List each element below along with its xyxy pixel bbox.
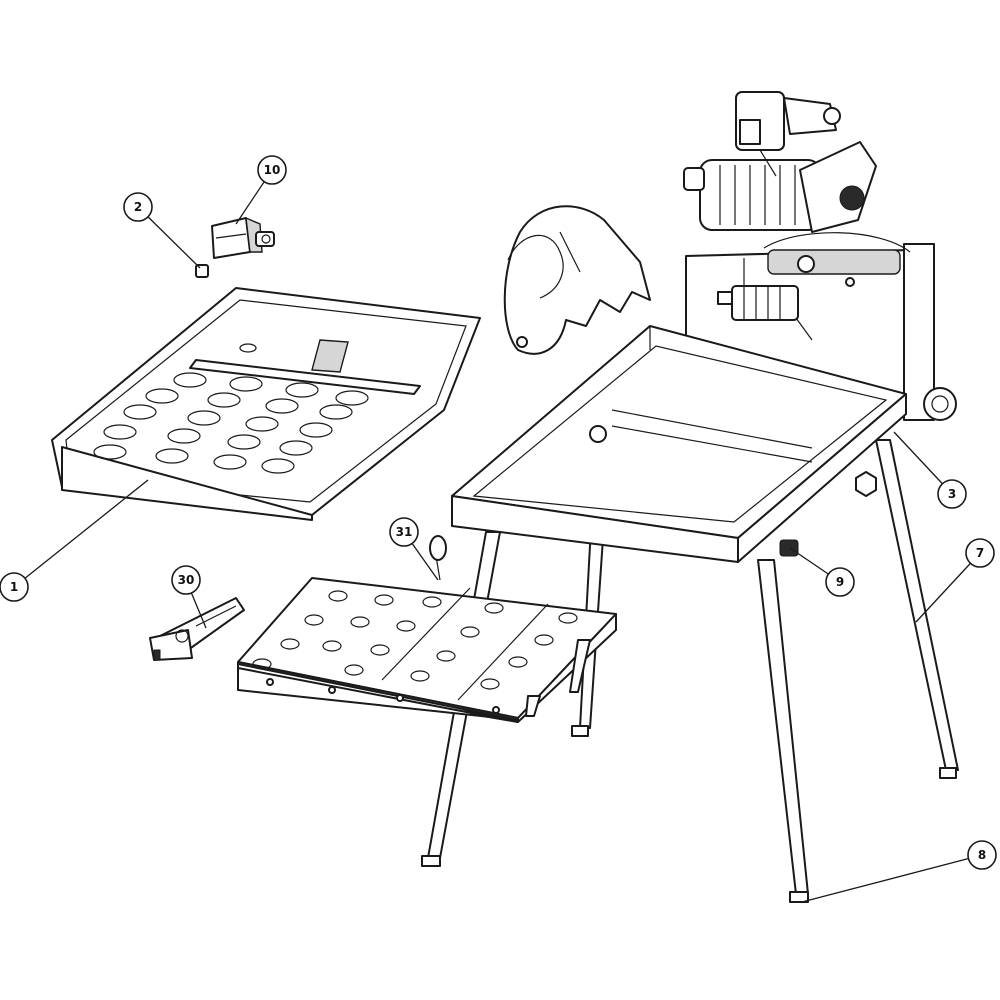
callout-2-label: 2 [134, 200, 142, 214]
stand-frame [421, 325, 959, 903]
tray-ovals [93, 372, 369, 474]
callout-7-label: 7 [976, 546, 984, 560]
callout-31-label: 31 [396, 525, 413, 539]
callout-3-label: 3 [948, 487, 956, 501]
callout-9-label: 9 [836, 575, 844, 589]
callout-8: 8 [967, 840, 997, 870]
callout-10: 10 [257, 155, 287, 185]
callout-3: 3 [937, 479, 967, 509]
callout-1-label: 1 [10, 580, 18, 594]
callout-9: 9 [825, 567, 855, 597]
callout-1: 1 [0, 572, 29, 602]
callout-8-label: 8 [978, 848, 986, 862]
callout-7: 7 [965, 538, 995, 568]
callout-30: 30 [171, 565, 201, 595]
switch-box [211, 216, 275, 259]
motor-assembly [683, 91, 877, 233]
callout-2: 2 [123, 192, 153, 222]
cap-part [195, 264, 209, 278]
water-tray [51, 287, 481, 521]
callout-10-label: 10 [264, 163, 281, 177]
extension-table [237, 535, 617, 723]
blade-guard [503, 205, 651, 355]
callout-31: 31 [389, 517, 419, 547]
callout-30-label: 30 [178, 573, 195, 587]
clamp-guide [149, 597, 245, 661]
table-holes [252, 590, 578, 690]
